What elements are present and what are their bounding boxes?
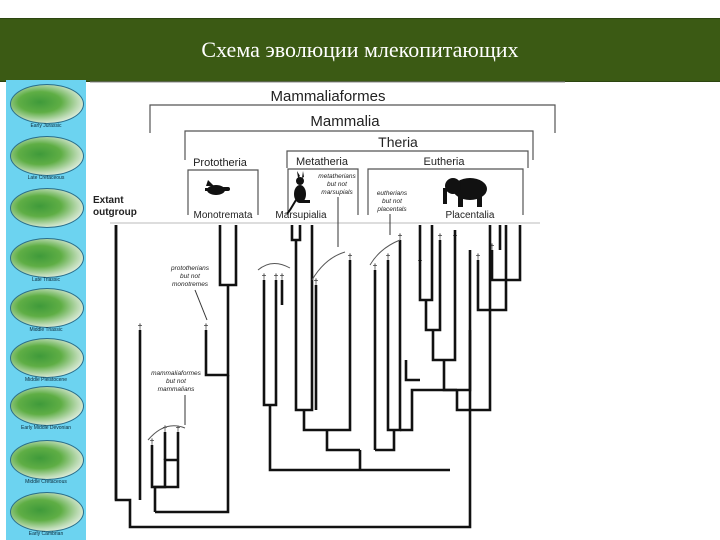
slide-title: Схема эволюции млекопитающих	[201, 37, 519, 62]
extinct-marker: †	[417, 257, 422, 267]
extinct-marker: †	[397, 232, 402, 242]
bracket-metatheria	[287, 168, 359, 215]
tree-branches	[114, 225, 522, 529]
annotation-eutherians-1: eutherians	[377, 190, 408, 197]
paleo-globe-icon	[10, 338, 84, 378]
bracket-label-mammalia: Mammalia	[310, 113, 380, 130]
map-caption: Middle Pleistocene	[25, 377, 67, 383]
extinct-marker: †	[273, 272, 278, 282]
extinct-marker: †	[279, 272, 284, 282]
bracket-label-metatheria: Metatheria	[296, 156, 349, 168]
extinct-marker: †	[475, 252, 480, 262]
monotremata-label: Monotremata	[194, 210, 253, 221]
branch-marsupialia	[290, 225, 302, 242]
extinct-marker: †	[452, 232, 457, 242]
annotation-eutherians-3: placentals	[376, 206, 407, 213]
annotation-prototherians-2: but not	[180, 273, 201, 280]
extinct-marker: †	[175, 424, 180, 434]
branch-monotremata	[218, 225, 238, 287]
placentalia-label: Placentalia	[446, 210, 495, 221]
paleo-globe-icon	[10, 238, 84, 278]
map-caption: Middle Cretaceous	[25, 479, 67, 485]
paleo-globe-icon	[10, 288, 84, 328]
map-caption: Middle Triassic	[29, 327, 63, 333]
phylogenetic-tree: Mammaliaformes Mammalia Theria Protother…	[90, 81, 565, 529]
bracket-label-theria: Theria	[378, 134, 418, 150]
extinct-marker: †	[372, 262, 377, 272]
annotation-metatherians-3: marsupials	[321, 189, 353, 196]
extinct-marker: †	[347, 252, 352, 262]
extinct-marker: †	[162, 424, 167, 434]
elephant-icon	[443, 178, 487, 207]
extinct-marker: †	[149, 437, 154, 447]
paleo-globe-icon	[10, 84, 84, 124]
extinct-marker: †	[385, 252, 390, 262]
annotation-metatherians-2: but not	[327, 181, 348, 188]
annotation-prototherians-1: prototherians	[170, 265, 210, 272]
map-caption: Early Cambrian	[28, 531, 64, 537]
bracket-label-mammaliaformes: Mammaliaformes	[270, 88, 385, 105]
clade-arcs	[147, 239, 401, 441]
branch-theria	[262, 280, 278, 407]
paleo-globe-icon	[10, 492, 84, 532]
annotation-mammaliaformes-1: mammaliaformes	[151, 370, 202, 377]
bracket-eutheria	[367, 168, 524, 215]
annotation-mammaliaformes-3: mammalians	[158, 386, 196, 393]
paleo-maps-strip: Early Jurassic Late Cretaceous Late Tria…	[6, 80, 86, 540]
extinct-marker: †	[203, 322, 208, 332]
annotation-metatherians-1: metatherians	[318, 173, 356, 180]
platypus-icon	[205, 180, 230, 195]
extinct-marker: †	[261, 272, 266, 282]
title-bar: Схема эволюции млекопитающих	[0, 18, 720, 82]
extinct-marker: †	[489, 242, 494, 252]
kangaroo-icon	[286, 171, 310, 215]
paleo-globe-icon	[10, 136, 84, 176]
map-caption: Late Triassic	[31, 277, 61, 283]
paleo-globe-icon	[10, 440, 84, 480]
annotation-prototherians-3: monotremes	[172, 281, 209, 288]
annotation-mammaliaformes-2: but not	[166, 378, 187, 385]
bracket-prototheria	[187, 169, 259, 215]
bracket-mammaliaformes	[149, 104, 556, 133]
map-caption: Early Middle Devonian	[20, 425, 72, 431]
extinct-marker: †	[137, 322, 142, 332]
extant-outgroup-label-line1: Extant	[93, 195, 124, 206]
marsupialia-label: Marsupialia	[275, 210, 327, 221]
extinct-marker: †	[437, 232, 442, 242]
annotation-eutherians-2: but not	[382, 198, 403, 205]
branch-eutheria	[386, 240, 402, 432]
extant-outgroup-label-line2: outgroup	[93, 207, 137, 218]
paleo-globe-icon	[10, 386, 84, 426]
annotation-pointers	[184, 197, 391, 425]
paleo-globe-icon	[10, 188, 84, 228]
map-caption: Late Cretaceous	[27, 175, 65, 181]
extinct-marker: †	[313, 277, 318, 287]
bracket-label-eutheria: Eutheria	[424, 156, 466, 168]
bracket-label-prototheria: Prototheria	[193, 157, 248, 169]
bracket-mammalia	[184, 130, 534, 160]
bracket-theria	[286, 150, 529, 168]
map-caption: Early Jurassic	[30, 123, 62, 129]
